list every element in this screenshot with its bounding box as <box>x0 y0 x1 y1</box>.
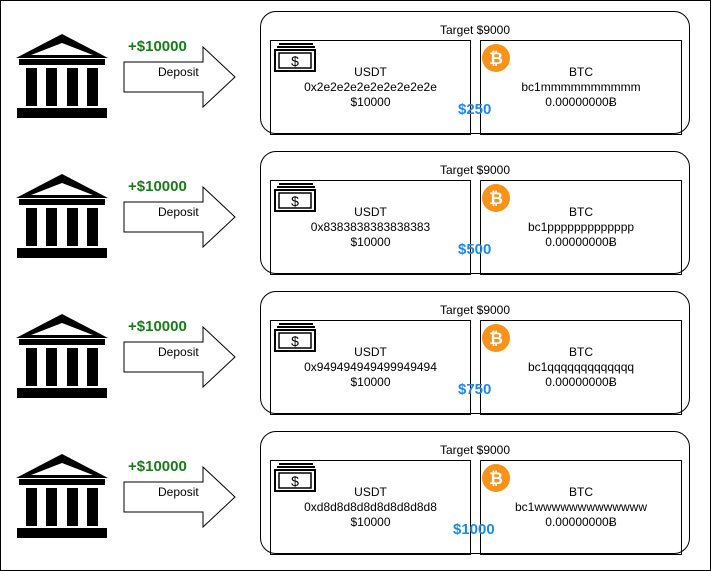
deposit-arrow <box>123 46 236 108</box>
btc-balance: 0.00000000Ƀ <box>545 235 617 249</box>
target-label: Target $9000 <box>439 163 511 177</box>
deposit-arrow <box>123 186 236 248</box>
usdt-balance: $10000 <box>350 235 391 249</box>
deposit-label: Deposit <box>158 345 199 359</box>
bank-icon <box>16 454 108 538</box>
usdt-wallet: $ USDT 0x949494949499949494 $10000 <box>270 320 471 415</box>
btc-address: bc1wwwwwwwwwwwww <box>514 500 647 514</box>
btc-label: BTC <box>569 65 593 79</box>
btc-wallet: ₿ BTC bc1mmmmmmmmmm 0.00000000Ƀ <box>480 40 682 135</box>
btc-balance: 0.00000000Ƀ <box>545 95 617 109</box>
deposit-label: Deposit <box>158 485 199 499</box>
svg-text:₿: ₿ <box>489 329 503 348</box>
bitcoin-icon: ₿ <box>482 324 510 352</box>
usdt-label: USDT <box>354 205 387 219</box>
svg-text:$: $ <box>291 193 299 209</box>
btc-balance: 0.00000000Ƀ <box>545 375 617 389</box>
bitcoin-icon: ₿ <box>482 184 510 212</box>
usdt-wallet: $ USDT 0x8383838383838383 $10000 <box>270 180 471 275</box>
svg-text:₿: ₿ <box>489 189 503 208</box>
usdt-wallet: $ USDT 0x2e2e2e2e2e2e2e2e2e $10000 <box>270 40 471 135</box>
svg-text:₿: ₿ <box>489 49 503 68</box>
fee-amount: $750 <box>458 381 492 398</box>
usdt-address: 0xd8d8d8d8d8d8d8d8d8 <box>304 500 437 514</box>
svg-text:$: $ <box>291 333 299 349</box>
btc-wallet: ₿ BTC bc1ppppppppppppp 0.00000000Ƀ <box>480 180 682 275</box>
usdt-balance: $10000 <box>350 515 391 529</box>
wallet-group: Target $9000 $ USDT 0xd8d8d8d8d8d8d8d8d8… <box>260 431 690 555</box>
btc-label: BTC <box>569 205 593 219</box>
fee-amount: $1000 <box>453 521 495 538</box>
deposit-amount: +$10000 <box>128 458 187 475</box>
deposit-amount: +$10000 <box>128 318 187 335</box>
target-label: Target $9000 <box>439 443 511 457</box>
cash-icon: $ <box>274 183 316 212</box>
cash-icon: $ <box>274 323 316 352</box>
cash-icon: $ <box>274 43 316 72</box>
usdt-balance: $10000 <box>350 375 391 389</box>
deposit-arrow <box>123 466 236 528</box>
target-label: Target $9000 <box>439 23 511 37</box>
usdt-label: USDT <box>354 65 387 79</box>
btc-address: bc1ppppppppppppp <box>527 220 635 234</box>
bitcoin-icon: ₿ <box>482 464 510 492</box>
btc-address: bc1mmmmmmmmmm <box>521 80 641 94</box>
usdt-label: USDT <box>354 485 387 499</box>
bank-icon <box>16 314 108 398</box>
btc-balance: 0.00000000Ƀ <box>545 515 617 529</box>
wallet-group: Target $9000 $ USDT 0x8383838383838383 $… <box>260 151 690 275</box>
fee-amount: $500 <box>458 241 492 258</box>
btc-label: BTC <box>569 345 593 359</box>
svg-text:₿: ₿ <box>489 469 503 488</box>
wallet-group: Target $9000 $ USDT 0x2e2e2e2e2e2e2e2e2e… <box>260 11 690 135</box>
btc-address: bc1qqqqqqqqqqqqq <box>527 360 635 374</box>
usdt-balance: $10000 <box>350 95 391 109</box>
cash-icon: $ <box>274 463 316 492</box>
usdt-label: USDT <box>354 345 387 359</box>
btc-label: BTC <box>569 485 593 499</box>
target-label: Target $9000 <box>439 303 511 317</box>
usdt-address: 0x949494949499949494 <box>304 360 437 374</box>
svg-text:$: $ <box>291 53 299 69</box>
deposit-label: Deposit <box>158 205 199 219</box>
btc-wallet: ₿ BTC bc1qqqqqqqqqqqqq 0.00000000Ƀ <box>480 320 682 415</box>
deposit-row: +$10000 Deposit Target $9000 $ USDT 0x94… <box>0 280 711 420</box>
deposit-row: +$10000 Deposit Target $9000 $ USDT 0x83… <box>0 140 711 280</box>
usdt-address: 0x8383838383838383 <box>310 220 431 234</box>
btc-wallet: ₿ BTC bc1wwwwwwwwwwwww 0.00000000Ƀ <box>480 460 682 555</box>
deposit-amount: +$10000 <box>128 178 187 195</box>
bank-icon <box>16 174 108 258</box>
bitcoin-icon: ₿ <box>482 44 510 72</box>
svg-text:$: $ <box>291 473 299 489</box>
deposit-label: Deposit <box>158 65 199 79</box>
deposit-row: +$10000 Deposit Target $9000 $ USDT 0xd8… <box>0 420 711 560</box>
deposit-arrow <box>123 326 236 388</box>
wallet-group: Target $9000 $ USDT 0x949494949499949494… <box>260 291 690 415</box>
bank-icon <box>16 34 108 118</box>
fee-amount: $250 <box>458 101 492 118</box>
usdt-address: 0x2e2e2e2e2e2e2e2e2e <box>304 80 437 94</box>
deposit-amount: +$10000 <box>128 38 187 55</box>
deposit-row: +$10000 Deposit Target $9000 $ USDT 0x2e… <box>0 0 711 140</box>
usdt-wallet: $ USDT 0xd8d8d8d8d8d8d8d8d8 $10000 <box>270 460 471 555</box>
